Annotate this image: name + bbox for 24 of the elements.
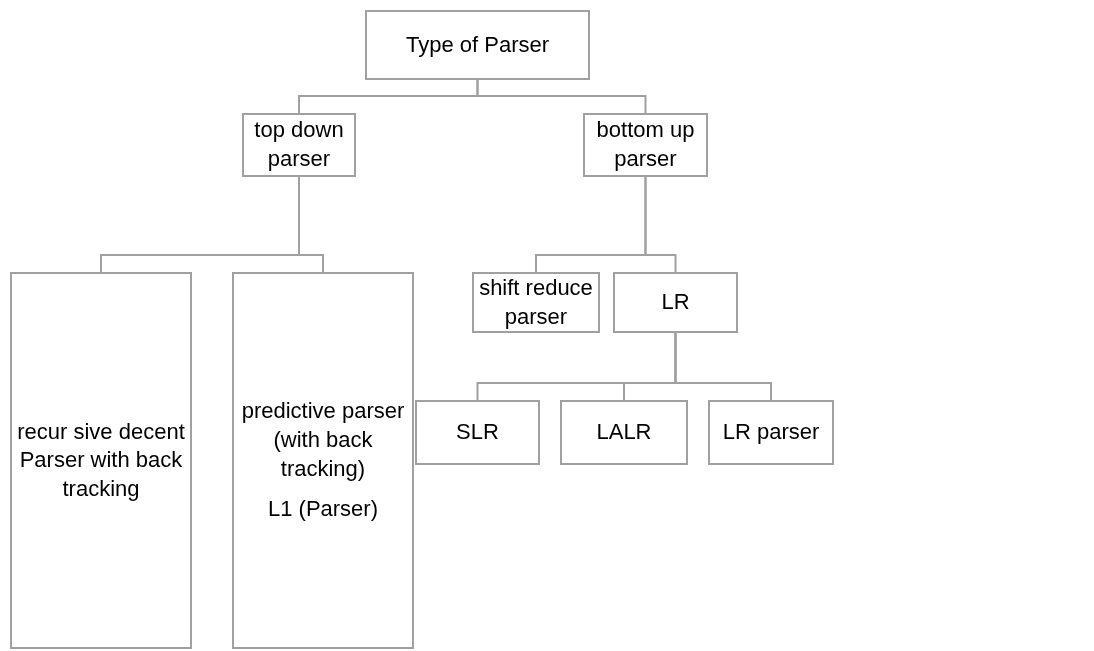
box-text: LR — [661, 288, 690, 317]
box-text: top down parser — [253, 116, 345, 173]
tree-box — [242, 113, 356, 177]
tree-box — [583, 113, 708, 177]
box-text: recur sive decent Parser with back tracking — [16, 417, 186, 503]
tree-box — [232, 272, 414, 649]
box-text: bottom up parser — [595, 116, 696, 173]
tree-box — [560, 400, 688, 465]
tree-box — [708, 400, 834, 465]
tree-box — [10, 272, 192, 649]
box-text: LR parser — [722, 418, 820, 447]
box-text: predictive parser (with back tracking) — [240, 397, 406, 483]
box-text: shift reduce parser — [478, 273, 594, 331]
tree-box — [365, 10, 590, 80]
connector-line — [674, 332, 772, 401]
connector-line — [644, 176, 677, 273]
connector-line — [298, 176, 324, 273]
box-text: SLR — [456, 418, 499, 447]
tree-box — [613, 272, 738, 333]
box-text: LALR — [596, 418, 652, 447]
box-text: Type of Parser — [405, 30, 550, 59]
connector-line — [476, 79, 647, 114]
box-text: L1 (Parser) — [267, 495, 378, 524]
tree-box — [415, 400, 540, 465]
